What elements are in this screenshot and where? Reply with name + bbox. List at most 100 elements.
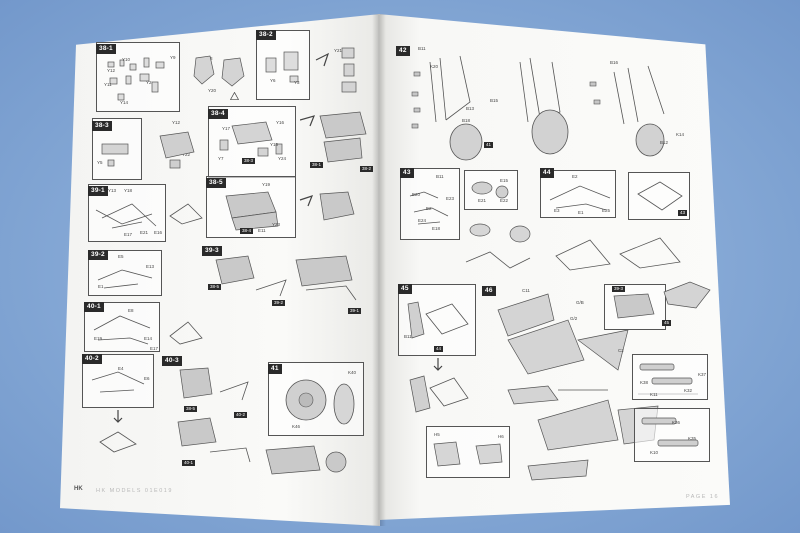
part-label: C11 xyxy=(522,288,530,293)
step-40-3-assembly xyxy=(177,367,251,463)
step-45-frame xyxy=(407,301,469,339)
step-46-exhaust-2 xyxy=(641,417,699,447)
part-label: E1 xyxy=(578,210,584,215)
part-label: E21 xyxy=(478,198,487,203)
part-label: K40 xyxy=(348,370,357,375)
part-label: Y5 xyxy=(97,160,103,165)
part-label: B18 xyxy=(462,118,471,123)
part-label: E5 xyxy=(118,254,124,259)
part-label: E14 xyxy=(144,336,153,341)
part-label: G/B xyxy=(576,300,584,305)
part-label: Y15 xyxy=(270,142,279,147)
step-40-1-result xyxy=(169,321,203,345)
step-45-result xyxy=(409,358,469,413)
part-label: E16 xyxy=(154,230,163,235)
part-label: E21 xyxy=(140,230,149,235)
part-label: E18 xyxy=(432,226,441,231)
step-46-exhaust xyxy=(639,363,693,385)
step-38-5-result xyxy=(299,191,355,221)
step-38-3-parts xyxy=(101,143,129,167)
part-label: Y16 xyxy=(276,120,285,125)
part-label: E24 xyxy=(418,218,427,223)
ref-tag: 38-2 xyxy=(360,166,374,172)
part-label: Y10 xyxy=(122,57,131,62)
step-badge: 38-4 xyxy=(208,109,228,119)
part-label: K32 xyxy=(684,388,693,393)
part-label: Y22 xyxy=(182,152,191,157)
ref-tag: 45 xyxy=(662,320,672,326)
step-44-detail xyxy=(637,181,683,211)
part-label: Y17 xyxy=(222,126,231,131)
part-label: B13 xyxy=(466,106,475,111)
part-label: Y2 xyxy=(146,80,152,85)
ref-tag: 38-3 xyxy=(242,158,256,164)
part-label: G/2 xyxy=(570,316,578,321)
part-label: B16 xyxy=(610,60,619,65)
step-badge: 45 xyxy=(398,284,412,294)
page-number: PAGE 16 xyxy=(686,494,720,500)
step-badge: 42 xyxy=(396,46,410,56)
ref-tag: 39-1 xyxy=(348,308,362,314)
part-label: E17 xyxy=(150,346,159,351)
ref-tag: 38-5 xyxy=(184,406,198,412)
footer-text: HK MODELS 01E019 xyxy=(96,488,173,494)
step-badge: 46 xyxy=(482,286,496,296)
part-label: Y18 xyxy=(124,188,133,193)
step-46-detail-box-3 xyxy=(634,408,710,462)
ref-tag: 39-2 xyxy=(272,300,286,306)
step-38-3-assembly xyxy=(159,131,195,169)
part-label: E13 xyxy=(146,264,155,269)
step-46-engine-detail xyxy=(613,293,655,319)
ref-tag: 38-4 xyxy=(240,228,254,234)
step-41-wheel xyxy=(285,379,355,425)
part-label: K10 xyxy=(650,450,659,455)
step-44-box xyxy=(540,170,616,218)
part-label: E3 xyxy=(554,208,560,213)
step-badge: 38-2 xyxy=(256,30,276,40)
step-38-4-parts xyxy=(219,121,283,157)
step-badge: 40-1 xyxy=(84,302,104,312)
step-38-2-assembly xyxy=(315,47,357,93)
step-badge: 41 xyxy=(268,364,282,374)
step-39-3-assembly xyxy=(215,255,357,301)
step-43-detail xyxy=(471,181,509,199)
part-label: K14 xyxy=(676,132,685,137)
ref-tag: 43 xyxy=(678,210,688,216)
part-label: E1 xyxy=(98,284,104,289)
ref-tag: 39-3 xyxy=(612,286,626,292)
step-38-1-parts xyxy=(107,57,165,101)
part-label: E19 xyxy=(94,336,103,341)
ref-tag: 38-5 xyxy=(208,284,222,290)
step-43-parts xyxy=(409,191,449,225)
part-label: E25 xyxy=(602,208,611,213)
step-43-box xyxy=(400,168,460,240)
part-label: H5 xyxy=(434,432,440,437)
part-label: H6 xyxy=(498,434,504,439)
part-label: Y3 xyxy=(294,80,300,85)
step-39-1-frame xyxy=(95,203,157,229)
brand-logo: HK xyxy=(74,486,83,492)
ref-tag: 38-1 xyxy=(310,162,324,168)
step-42-landing-gear xyxy=(411,55,665,161)
part-label: B11 xyxy=(436,174,444,179)
part-label: E4 xyxy=(118,366,124,371)
step-39-2-frame xyxy=(97,269,153,289)
part-label: E15 xyxy=(500,178,509,183)
step-46-detail-box-2 xyxy=(632,354,708,400)
step-badge: 38-5 xyxy=(206,178,226,188)
step-40-2-result xyxy=(99,410,137,453)
part-label: E20 xyxy=(412,192,421,197)
step-38-1-assembly xyxy=(193,55,245,87)
part-label: B11 xyxy=(404,334,412,339)
part-label: Y23 xyxy=(272,222,281,227)
part-label: C2 xyxy=(618,348,624,353)
step-41-result xyxy=(265,445,347,475)
part-label: Y12 xyxy=(107,68,116,73)
part-label: K35 xyxy=(688,436,697,441)
step-38-4-assembly xyxy=(300,111,367,163)
step-badge: 44 xyxy=(540,168,554,178)
part-label: Y6 xyxy=(270,78,276,83)
step-badge: 43 xyxy=(400,168,414,178)
part-label: Y13 xyxy=(108,188,117,193)
